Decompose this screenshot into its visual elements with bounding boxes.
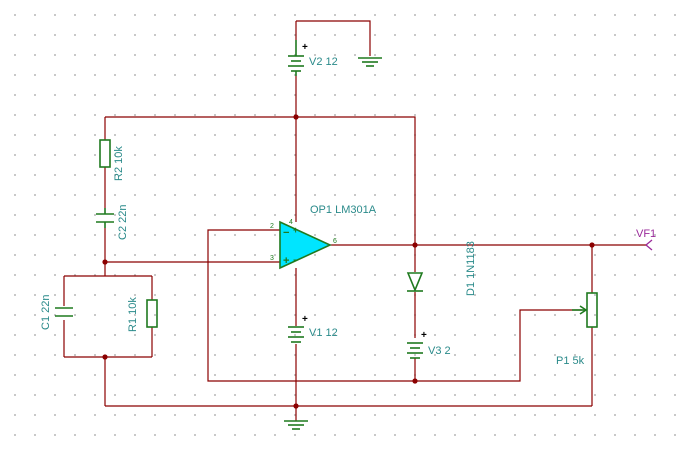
- junction-node: [293, 114, 299, 120]
- battery-v2[interactable]: +: [288, 40, 308, 76]
- junction-node: [293, 403, 299, 409]
- c2-label: C2 22n: [117, 205, 129, 240]
- svg-text:−: −: [283, 227, 289, 239]
- v1-label: V1 12: [309, 327, 338, 339]
- d1-label: D1 1N1183: [465, 241, 477, 296]
- pin-number: 3: [270, 255, 274, 262]
- svg-text:+: +: [302, 314, 308, 325]
- capacitor-c2[interactable]: [96, 208, 114, 228]
- svg-text:+: +: [293, 225, 298, 235]
- potentiometer-p1[interactable]: [572, 292, 598, 328]
- pin-number: 2: [270, 223, 274, 230]
- battery-v3[interactable]: +: [407, 330, 427, 359]
- junction-node: [102, 354, 108, 360]
- svg-text:+: +: [421, 330, 427, 341]
- ground-symbol: [358, 57, 382, 67]
- resistor-r1[interactable]: [146, 299, 158, 328]
- op1-label: OP1 LM301A: [310, 204, 377, 216]
- wires: [63, 20, 646, 421]
- resistor-r2[interactable]: [99, 139, 111, 168]
- pin-number: 6: [333, 238, 337, 245]
- svg-text:+: +: [302, 42, 308, 53]
- probe-label: VF1: [636, 228, 656, 240]
- junction-node: [102, 259, 108, 265]
- r2-label: R2 10k: [113, 146, 125, 181]
- diode-d1[interactable]: [406, 272, 424, 293]
- c1-label: C1 22n: [40, 295, 52, 330]
- voltage-probe-icon[interactable]: [645, 239, 653, 251]
- v3-label: V3 2: [428, 345, 451, 357]
- battery-v1[interactable]: +: [288, 314, 308, 343]
- svg-text:+: +: [283, 255, 289, 267]
- opamp-op1[interactable]: − + + −: [279, 220, 332, 270]
- v2-label: V2 12: [309, 56, 338, 68]
- junction-node: [412, 378, 418, 384]
- junction-node: [412, 242, 418, 248]
- p1-label: P1 5k: [556, 355, 585, 367]
- r1-label: R1 10k: [127, 297, 139, 332]
- ground-symbol: [284, 420, 308, 430]
- pin-number: 4: [289, 219, 293, 226]
- svg-text:−: −: [293, 255, 298, 265]
- capacitor-c1[interactable]: [55, 307, 73, 317]
- junction-node: [589, 242, 595, 248]
- junctions: [102, 114, 595, 409]
